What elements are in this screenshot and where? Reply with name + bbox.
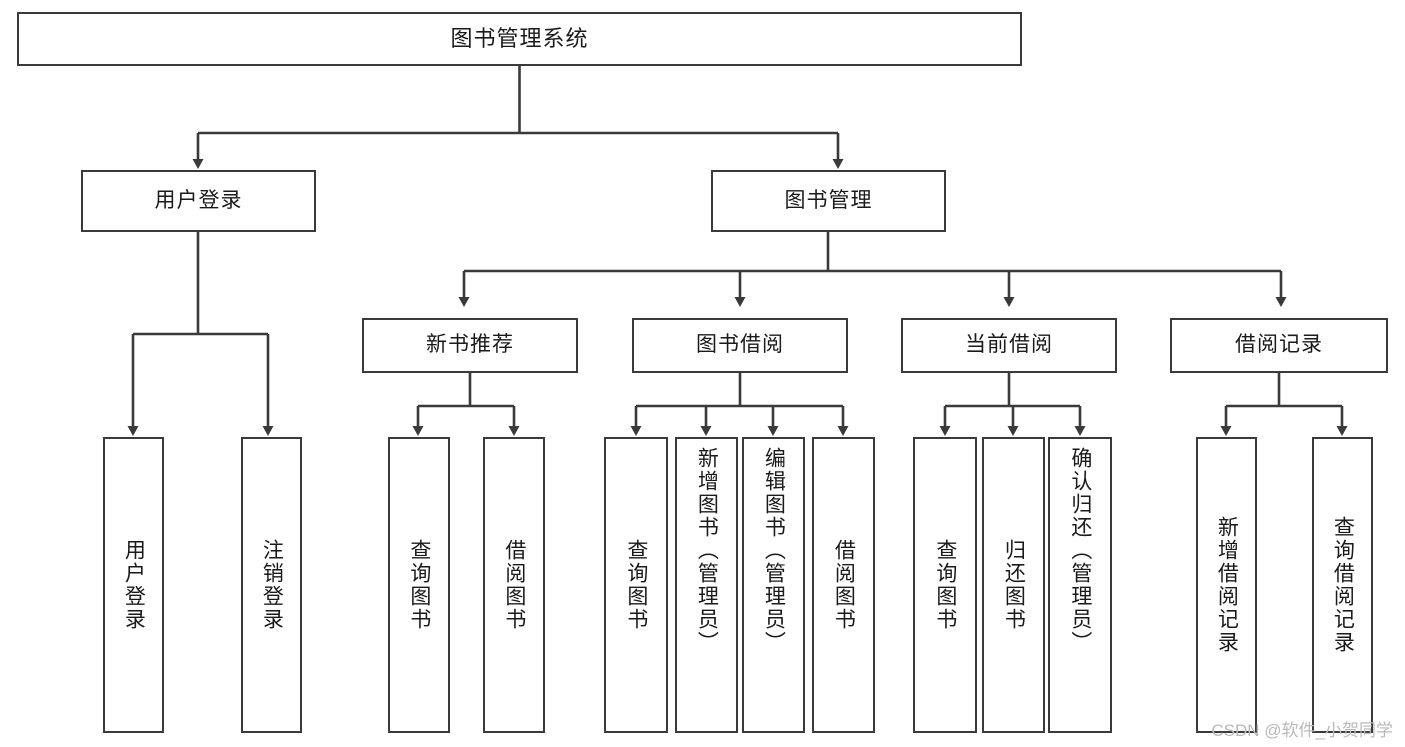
node-book-borrow[interactable]: 图书借阅 [632, 318, 848, 373]
leaf-borrow-book-2[interactable]: 借阅图书 [812, 437, 875, 733]
leaf-user-login-label: 用户登录 [122, 539, 146, 631]
leaf-add-record[interactable]: 新增借阅记录 [1196, 437, 1257, 733]
leaf-borrow-book-2-label: 借阅图书 [832, 539, 856, 631]
leaf-user-login[interactable]: 用户登录 [103, 437, 164, 733]
node-book-manage-label: 图书管理 [784, 188, 873, 212]
leaf-return-book[interactable]: 归还图书 [982, 437, 1045, 733]
node-root[interactable]: 图书管理系统 [17, 12, 1022, 66]
leaf-return-book-label: 归还图书 [1002, 539, 1026, 631]
node-book-borrow-label: 图书借阅 [696, 333, 784, 357]
node-current-borrow-label: 当前借阅 [965, 333, 1053, 357]
leaf-add-record-label: 新增借阅记录 [1215, 516, 1239, 654]
node-user-login-label: 用户登录 [154, 188, 243, 212]
leaf-query-book-3-label: 查询图书 [933, 539, 957, 631]
node-root-label: 图书管理系统 [450, 26, 589, 52]
leaf-confirm-return-label: 确认归还（管理员） [1068, 447, 1092, 654]
node-new-book-rec[interactable]: 新书推荐 [362, 318, 578, 373]
leaf-query-book-2-label: 查询图书 [624, 539, 648, 631]
leaf-borrow-book-1[interactable]: 借阅图书 [483, 437, 545, 733]
leaf-borrow-book-1-label: 借阅图书 [502, 539, 526, 631]
leaf-logout-label: 注销登录 [260, 539, 284, 631]
leaf-confirm-return[interactable]: 确认归还（管理员） [1048, 437, 1112, 733]
leaf-add-book[interactable]: 新增图书（管理员） [675, 437, 738, 733]
node-current-borrow[interactable]: 当前借阅 [901, 318, 1117, 373]
leaf-query-record-label: 查询借阅记录 [1331, 516, 1355, 654]
leaf-query-book-3[interactable]: 查询图书 [913, 437, 977, 733]
node-user-login[interactable]: 用户登录 [81, 170, 316, 232]
leaf-logout[interactable]: 注销登录 [241, 437, 302, 733]
leaf-query-book-1[interactable]: 查询图书 [388, 437, 450, 733]
leaf-query-book-2[interactable]: 查询图书 [604, 437, 668, 733]
leaf-add-book-label: 新增图书（管理员） [695, 447, 719, 654]
node-borrow-record[interactable]: 借阅记录 [1170, 318, 1388, 373]
leaf-edit-book-label: 编辑图书（管理员） [762, 447, 786, 654]
leaf-query-record[interactable]: 查询借阅记录 [1312, 437, 1373, 733]
leaf-query-book-1-label: 查询图书 [407, 539, 431, 631]
node-new-book-rec-label: 新书推荐 [426, 333, 514, 357]
leaf-edit-book[interactable]: 编辑图书（管理员） [742, 437, 805, 733]
node-borrow-record-label: 借阅记录 [1235, 333, 1323, 357]
node-book-manage[interactable]: 图书管理 [711, 170, 946, 232]
